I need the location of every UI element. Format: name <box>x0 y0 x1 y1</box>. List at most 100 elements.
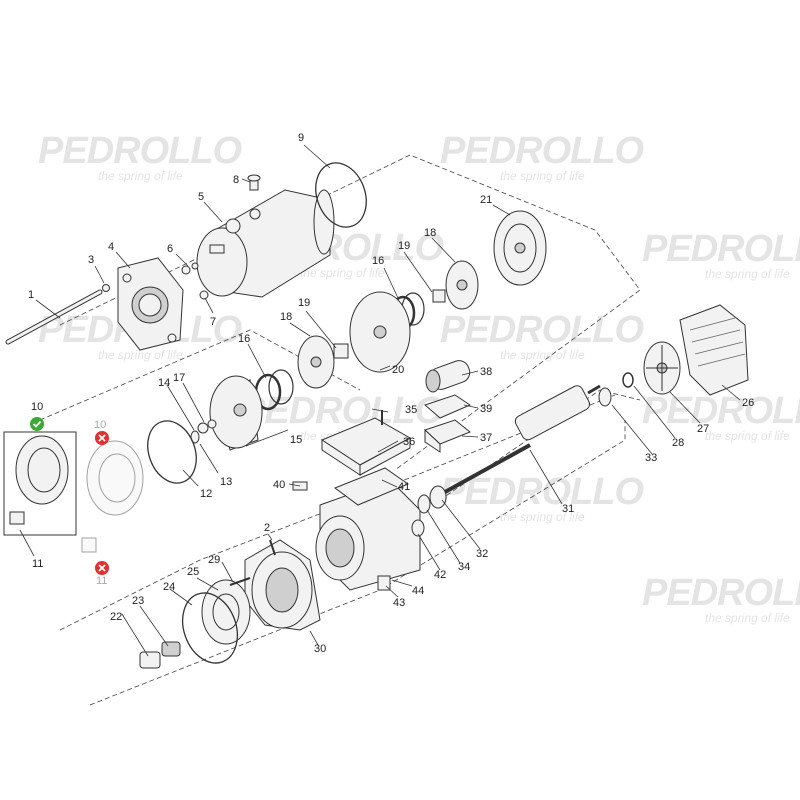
capacitor <box>425 360 471 393</box>
front-bearing-seal <box>411 519 425 537</box>
diffuser-stage <box>349 291 411 373</box>
front-o-ring <box>147 420 197 484</box>
part-label-19b: 19 <box>398 240 410 252</box>
shaft-sleeve <box>197 419 217 434</box>
spring-washer <box>622 372 634 388</box>
part-label-41: 41 <box>398 481 410 493</box>
part-label-11-alt: 11 <box>96 575 107 587</box>
part-label-1: 1 <box>28 289 34 301</box>
svg-text:PEDROLLO: PEDROLLO <box>642 390 800 432</box>
svg-text:PEDROLLO: PEDROLLO <box>642 228 800 270</box>
check-icon <box>30 417 44 431</box>
lower-spacer <box>333 343 349 359</box>
part-label-26: 26 <box>742 397 754 409</box>
part-label-24: 24 <box>163 581 175 593</box>
svg-text:the spring of life: the spring of life <box>705 611 790 625</box>
leader-lines <box>19 144 741 657</box>
rotor-shaft <box>444 384 601 494</box>
front-impeller-disc <box>201 579 251 645</box>
terminal-block <box>424 419 471 453</box>
svg-text:the spring of life: the spring of life <box>98 348 183 362</box>
svg-text:the spring of life: the spring of life <box>500 348 585 362</box>
lower-impeller <box>297 335 335 389</box>
svg-text:PEDROLLO: PEDROLLO <box>38 130 242 172</box>
part-label-7: 7 <box>210 316 216 328</box>
part-label-28: 28 <box>672 437 684 449</box>
part-label-13: 13 <box>220 476 232 488</box>
fan-cover <box>679 304 749 396</box>
cross-icon <box>95 431 109 445</box>
part-label-20: 20 <box>392 364 404 376</box>
watermark-10: PEDROLLO the spring of life <box>642 572 800 625</box>
part-label-21: 21 <box>480 194 492 206</box>
svg-text:PEDROLLO: PEDROLLO <box>240 390 444 432</box>
terminal-box-cover <box>320 417 412 476</box>
svg-text:PEDROLLO: PEDROLLO <box>440 130 644 172</box>
part-label-18a: 18 <box>280 311 292 323</box>
part-label-44: 44 <box>412 585 424 597</box>
part-label-40: 40 <box>273 479 285 491</box>
svg-text:the spring of life: the spring of life <box>705 267 790 281</box>
svg-text:PEDROLLO: PEDROLLO <box>642 572 800 614</box>
part-label-23: 23 <box>132 595 144 607</box>
svg-text:the spring of life: the spring of life <box>500 510 585 524</box>
watermark-8: PEDROLLO the spring of life <box>642 390 800 443</box>
watermark-1: PEDROLLO the spring of life <box>38 130 243 183</box>
cooling-fan <box>643 341 681 395</box>
casing-screw <box>229 577 251 586</box>
option-alternative <box>81 440 144 553</box>
vent-screw <box>247 174 261 191</box>
part-label-10: 10 <box>31 401 43 413</box>
watermark-4: PEDROLLO the spring of life <box>642 228 800 281</box>
nozzle <box>139 651 161 669</box>
tie-rod <box>5 289 103 345</box>
pump-body <box>196 189 335 298</box>
upper-spacer <box>432 289 446 303</box>
watermark-group: PEDROLLO the spring of life PEDROLLO the… <box>38 130 800 625</box>
part-label-25: 25 <box>187 566 199 578</box>
part-label-10-alt: 10 <box>94 419 106 431</box>
part-label-31: 31 <box>562 503 574 515</box>
part-label-6: 6 <box>167 243 173 255</box>
pump-casing <box>244 539 321 631</box>
part-label-16a: 16 <box>238 333 250 345</box>
part-label-43: 43 <box>393 597 405 609</box>
part-label-3: 3 <box>88 254 94 266</box>
part-label-14: 14 <box>158 377 170 389</box>
part-label-9: 9 <box>298 132 304 144</box>
first-stage-diffuser <box>209 375 263 451</box>
part-labels: 1 2 3 4 5 6 7 8 9 10 10 11 11 12 13 14 1… <box>28 132 754 655</box>
svg-text:the spring of life: the spring of life <box>500 169 585 183</box>
plug <box>181 262 199 275</box>
part-label-29: 29 <box>208 554 220 566</box>
cross-icon <box>95 561 109 575</box>
part-label-39: 39 <box>480 403 492 415</box>
watermark-6: PEDROLLO the spring of life <box>440 309 645 362</box>
capacitor-bracket <box>424 394 472 419</box>
part-label-4: 4 <box>108 241 114 253</box>
drain-plug <box>199 290 209 300</box>
option-box-selected <box>3 431 77 536</box>
part-label-15: 15 <box>290 434 302 446</box>
end-diffuser <box>493 210 547 286</box>
spring <box>161 641 181 657</box>
terminal-box <box>333 467 410 506</box>
part-label-5: 5 <box>198 191 204 203</box>
rear-flange <box>117 257 184 351</box>
part-label-2: 2 <box>264 522 270 534</box>
svg-text:the spring of life: the spring of life <box>98 169 183 183</box>
part-label-22: 22 <box>110 611 122 623</box>
bleed-screw <box>269 539 276 556</box>
watermark-2: PEDROLLO the spring of life <box>440 130 645 183</box>
upper-impeller <box>445 260 479 310</box>
svg-text:the spring of life: the spring of life <box>300 266 385 280</box>
svg-text:PEDROLLO: PEDROLLO <box>440 309 644 351</box>
shaft-seal <box>417 494 431 514</box>
body-o-ring <box>315 162 367 228</box>
part-label-42: 42 <box>434 569 446 581</box>
rear-bearing <box>598 387 612 407</box>
part-label-19a: 19 <box>298 297 310 309</box>
part-label-33: 33 <box>645 452 657 464</box>
